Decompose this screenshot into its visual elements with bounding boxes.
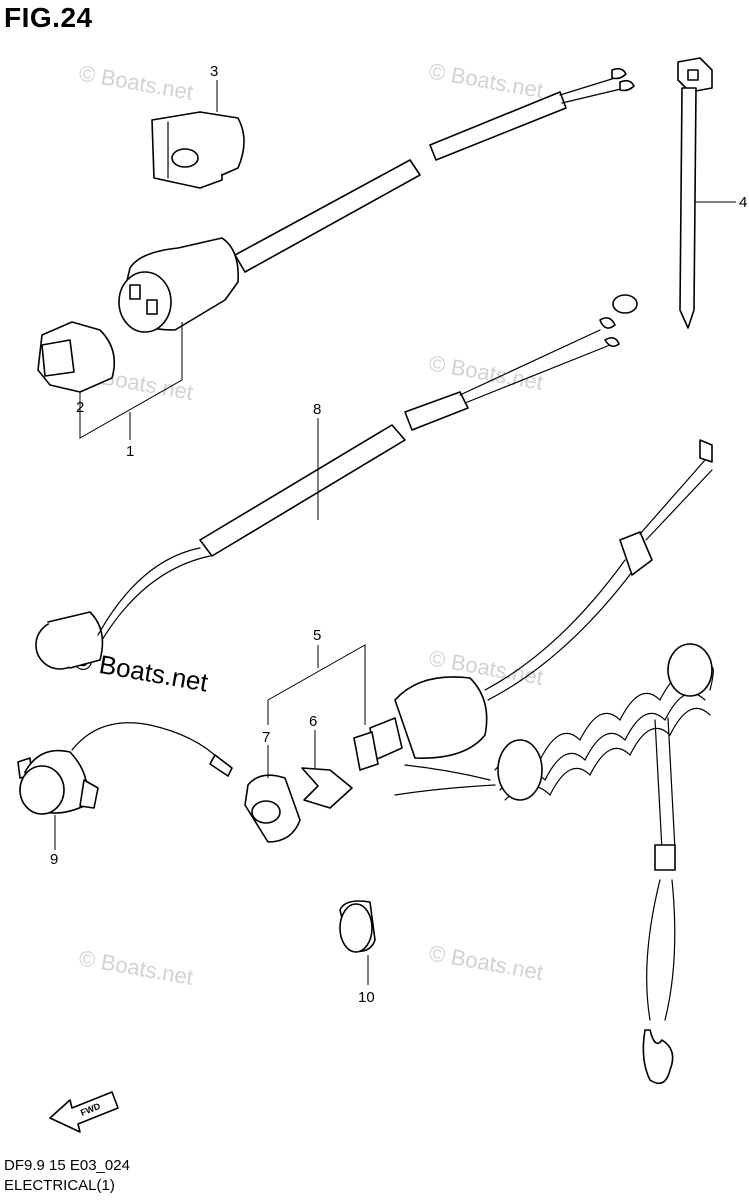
callout-8: 8 <box>313 401 321 418</box>
part-10-plug <box>339 900 376 953</box>
callout-7: 7 <box>262 729 270 746</box>
coil-cord <box>494 643 714 801</box>
callout-4: 4 <box>739 194 747 211</box>
callout-3: 3 <box>210 63 218 80</box>
part-7-nut <box>244 774 301 843</box>
callout-5: 5 <box>313 627 321 644</box>
watermark-6: © Boats.net <box>77 945 195 990</box>
watermark-4: © Boats.net <box>427 350 545 395</box>
part-4-cable-tie <box>677 57 713 329</box>
leader-lines <box>54 80 736 985</box>
figure-title: FIG.24 <box>4 2 93 33</box>
part-5-stop-switch <box>301 439 714 1085</box>
part-1-connector-assembly <box>37 67 635 393</box>
watermark-7: © Boats.net <box>427 940 545 985</box>
footer-code: DF9.9 15 E03_024 <box>4 1157 130 1174</box>
callout-2: 2 <box>76 399 84 416</box>
part-3-grommet <box>151 111 245 189</box>
figure-footer: DF9.9 15 E03_024 ELECTRICAL(1) <box>4 1156 130 1196</box>
callout-10: 10 <box>358 989 375 1006</box>
watermark-1: © Boats.net <box>77 60 195 105</box>
callouts: 3 4 2 1 8 5 7 6 9 10 <box>50 63 747 1006</box>
callout-9: 9 <box>50 851 58 868</box>
part-8-switch <box>35 294 638 670</box>
callout-6: 6 <box>309 713 317 730</box>
fwd-arrow-icon: FWD <box>49 1091 119 1133</box>
watermark-2: © Boats.net <box>427 58 545 103</box>
callout-1: 1 <box>126 443 134 460</box>
part-9-sensor <box>17 722 233 815</box>
footer-section: ELECTRICAL(1) <box>4 1177 115 1194</box>
watermarks: © Boats.net © Boats.net © Boats.net © Bo… <box>71 58 545 990</box>
